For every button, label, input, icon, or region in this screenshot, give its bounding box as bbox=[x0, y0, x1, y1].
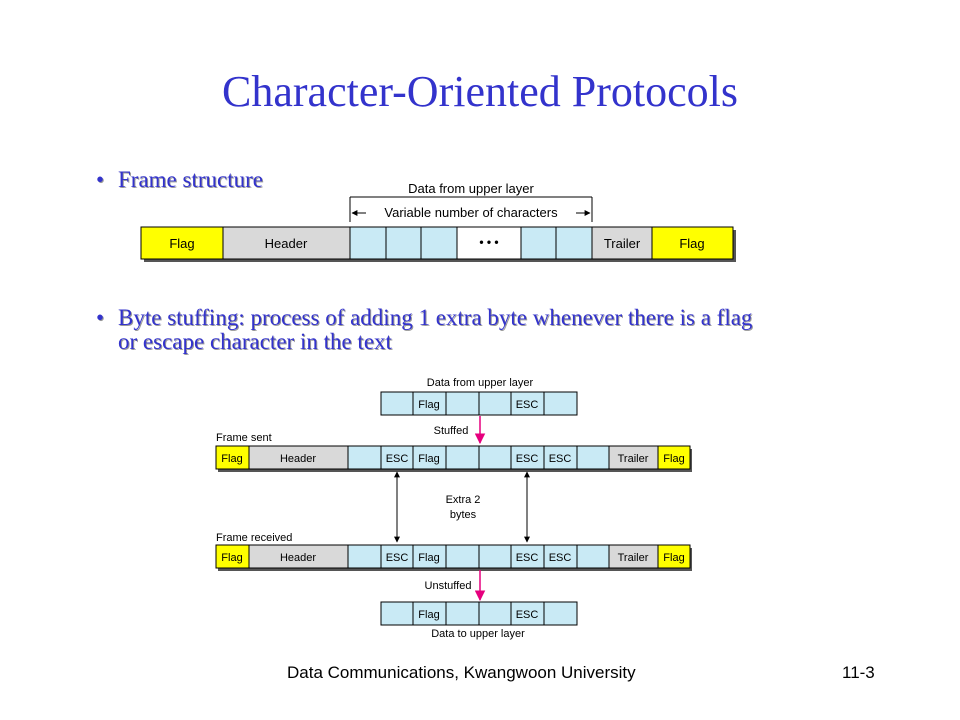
frame-received-flag-end bbox=[657, 544, 691, 569]
stuff-cell bbox=[478, 601, 512, 626]
stuff-cell bbox=[380, 391, 414, 416]
frame-data-cell bbox=[385, 226, 422, 260]
frame-received-cell bbox=[445, 544, 480, 569]
frame-received-flag-label: Flag bbox=[221, 552, 242, 564]
frame-sent-esc2-label: ESC bbox=[516, 453, 539, 465]
frame-flag-start-label: Flag bbox=[169, 236, 194, 251]
stuff-cell bbox=[543, 391, 578, 416]
extra-bytes-line2: bytes bbox=[450, 509, 477, 521]
bullet-byte-stuffing-line1: Byte stuffing: process of adding 1 extra… bbox=[118, 305, 753, 330]
frame-sent-cell bbox=[445, 445, 480, 470]
frame-data-cell bbox=[420, 226, 458, 260]
stuff-top-flag-label: Flag bbox=[418, 399, 439, 411]
extra-bytes-line1: Extra 2 bbox=[446, 494, 481, 506]
frame-sent-trailer-label: Trailer bbox=[618, 453, 649, 465]
unstuffed-label: Unstuffed bbox=[425, 580, 472, 592]
stuff-data-from-upper-layer-label: Data from upper layer bbox=[427, 377, 534, 389]
slide-title: Character-Oriented Protocols bbox=[222, 67, 738, 116]
frame-sent-flag2-label: Flag bbox=[418, 453, 439, 465]
data-to-upper-layer-label: Data to upper layer bbox=[431, 628, 525, 640]
frame-sent-esc3-label: ESC bbox=[549, 453, 572, 465]
bullet-marker: • bbox=[96, 305, 105, 330]
frame-ellipsis-label: • • • bbox=[479, 235, 498, 249]
bullet-byte-stuffing-line2: or escape character in the text bbox=[118, 329, 392, 354]
frame-received-row: Flag Header ESC Flag ESC ESC Trailer Fla… bbox=[215, 544, 692, 571]
frame-sent-esc-label: ESC bbox=[386, 453, 409, 465]
frame-sent-label: Frame sent bbox=[216, 432, 272, 444]
frame-header-label: Header bbox=[265, 236, 308, 251]
variable-chars-label: Variable number of characters bbox=[384, 205, 558, 220]
stuffed-label: Stuffed bbox=[434, 425, 469, 437]
frame-sent-flag-end bbox=[657, 445, 691, 470]
footer-slide-number: 11-3 bbox=[842, 663, 875, 682]
stuff-bottom-flag-label: Flag bbox=[418, 609, 439, 621]
stuff-bottom-data-row: Flag ESC bbox=[380, 601, 578, 626]
stuff-top-data-row: Flag ESC bbox=[380, 391, 578, 416]
frame-received-esc2-label: ESC bbox=[516, 552, 539, 564]
frame-received-esc3-label: ESC bbox=[549, 552, 572, 564]
frame-sent-row: Flag Header ESC Flag ESC ESC Trailer Fla… bbox=[215, 445, 692, 472]
frame-sent-cell bbox=[478, 445, 512, 470]
frame-data-cell bbox=[555, 226, 593, 260]
stuff-cell bbox=[380, 601, 414, 626]
frame-flag-end-label: Flag bbox=[679, 236, 704, 251]
footer-center: Data Communications, Kwangwoon Universit… bbox=[287, 663, 636, 682]
data-from-upper-layer-label: Data from upper layer bbox=[408, 181, 534, 196]
frame-header bbox=[222, 226, 351, 260]
stuff-cell bbox=[478, 391, 512, 416]
frame-data-cell bbox=[520, 226, 557, 260]
frame-data-cell bbox=[349, 226, 387, 260]
frame-sent-header-label: Header bbox=[280, 453, 316, 465]
frame-received-cell bbox=[478, 544, 512, 569]
frame-received-flag-end-label: Flag bbox=[663, 552, 684, 564]
frame-flag-end bbox=[651, 226, 734, 260]
stuff-cell bbox=[543, 601, 578, 626]
bullet-byte-stuffing: • Byte stuffing: process of adding 1 ext… bbox=[96, 305, 753, 354]
frame-received-esc-label: ESC bbox=[386, 552, 409, 564]
frame-sent-cell bbox=[347, 445, 382, 470]
frame-sent-flag-end-label: Flag bbox=[663, 453, 684, 465]
frame-sent-flag-label: Flag bbox=[221, 453, 242, 465]
frame-received-flag2-label: Flag bbox=[418, 552, 439, 564]
stuff-cell bbox=[445, 391, 480, 416]
stuff-cell bbox=[445, 601, 480, 626]
variable-chars-label-bg bbox=[366, 204, 576, 220]
bullet-frame-structure-text: Frame structure bbox=[118, 167, 263, 192]
frame-sent-cell bbox=[576, 445, 610, 470]
stuff-top-esc-label: ESC bbox=[516, 399, 539, 411]
bullet-frame-structure: • Frame structure bbox=[96, 167, 263, 192]
frame-received-cell bbox=[347, 544, 382, 569]
frame-received-cell bbox=[576, 544, 610, 569]
frame-received-trailer-label: Trailer bbox=[618, 552, 649, 564]
frame-received-label: Frame received bbox=[216, 532, 292, 544]
bullet-marker: • bbox=[96, 167, 105, 192]
frame-trailer-label: Trailer bbox=[604, 236, 641, 251]
frame-received-header-label: Header bbox=[280, 552, 316, 564]
stuff-bottom-esc-label: ESC bbox=[516, 609, 539, 621]
